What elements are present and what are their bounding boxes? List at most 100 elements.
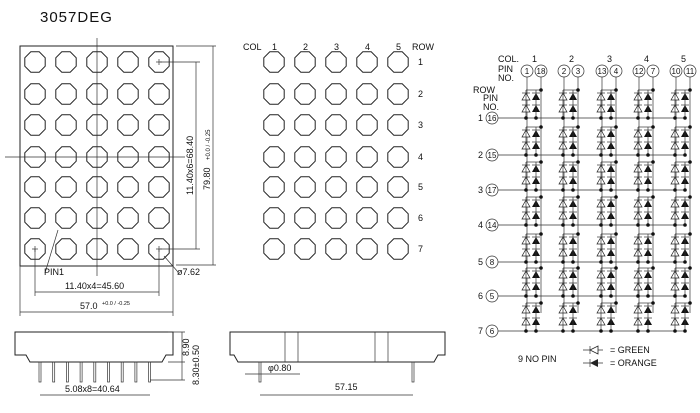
schematic-col-number: 2	[569, 54, 574, 64]
led-dot	[356, 238, 378, 260]
junction-dot	[599, 294, 603, 298]
dot-map-row-number: 1	[418, 57, 423, 67]
dim-body-height: 8.90	[181, 338, 191, 356]
pin	[107, 361, 110, 383]
junction-dot	[599, 188, 603, 192]
pin	[93, 361, 97, 383]
dim-dot-diameter: ø7.62	[177, 267, 200, 277]
led-dot	[356, 83, 378, 105]
schematic-row-number: 2	[478, 150, 483, 160]
pin	[120, 361, 124, 383]
junction-dot	[614, 232, 618, 236]
junction-dot	[561, 116, 565, 120]
junction-dot	[561, 153, 565, 157]
led-dot	[55, 238, 77, 260]
led-dot	[356, 146, 378, 168]
row-pin-number: 15	[488, 151, 497, 160]
junction-dot	[609, 188, 613, 192]
junction-dot	[524, 223, 528, 227]
led-dot	[24, 146, 46, 168]
junction-dot	[599, 329, 603, 333]
junction-dot	[599, 153, 603, 157]
led-dot	[263, 146, 285, 168]
junction-dot	[646, 329, 650, 333]
junction-dot	[688, 232, 692, 236]
led-dot	[294, 176, 316, 198]
dim-row-pitch: 11.40x6=68.40	[185, 136, 195, 195]
row-pin-number: 14	[488, 221, 497, 230]
col-pin-number: 11	[686, 67, 695, 76]
junction-dot	[646, 294, 650, 298]
junction-dot	[609, 116, 613, 120]
led-dot	[325, 238, 347, 260]
junction-dot	[688, 195, 692, 199]
junction-dot	[561, 329, 565, 333]
junction-dot	[683, 329, 687, 333]
led-dot	[86, 83, 108, 105]
dim-row-spacing: 57.15	[335, 382, 358, 392]
led-dot	[294, 238, 316, 260]
junction-dot	[683, 223, 687, 227]
junction-dot	[673, 116, 677, 120]
legend-orange: = ORANGE	[583, 358, 657, 368]
led-dot	[117, 51, 139, 73]
junction-dot	[673, 260, 677, 264]
junction-dot	[688, 266, 692, 270]
junction-dot	[673, 153, 677, 157]
led-dot	[387, 114, 409, 136]
led-dot	[24, 114, 46, 136]
led-dot	[24, 176, 46, 198]
junction-dot	[636, 223, 640, 227]
schematic-row-number: 5	[478, 257, 483, 267]
schematic-row-number: 4	[478, 220, 483, 230]
col-pin-number: 18	[537, 67, 546, 76]
dot-map-row-label: ROW	[412, 42, 435, 52]
row-pin-number: 17	[488, 186, 497, 195]
pin-right	[411, 361, 415, 383]
led-dot	[148, 176, 170, 198]
dot-map-col-label: COL	[243, 42, 262, 52]
junction-dot	[571, 329, 575, 333]
junction-dot	[534, 153, 538, 157]
dim-pin-diameter: φ0.80	[268, 363, 291, 373]
junction-dot	[646, 153, 650, 157]
junction-dot	[534, 329, 538, 333]
junction-dot	[576, 88, 580, 92]
schematic-col-number: 1	[532, 54, 537, 64]
junction-dot	[534, 294, 538, 298]
junction-dot	[524, 153, 528, 157]
led-dot	[356, 176, 378, 198]
junction-dot	[636, 329, 640, 333]
junction-dot	[599, 260, 603, 264]
junction-dot	[539, 232, 543, 236]
led-dot	[117, 146, 139, 168]
junction-dot	[683, 294, 687, 298]
led-dot	[263, 83, 285, 105]
pin	[79, 361, 83, 383]
junction-dot	[673, 329, 677, 333]
schematic-row-label: ROW	[473, 85, 496, 95]
led-dot	[24, 83, 46, 105]
junction-dot	[561, 294, 565, 298]
no-pin-note: 9 NO PIN	[518, 354, 557, 364]
junction-dot	[688, 125, 692, 129]
col-pin-number: 13	[598, 67, 607, 76]
led-dot	[325, 207, 347, 229]
side-view-right: φ0.80 57.15	[229, 331, 446, 396]
junction-dot	[524, 329, 528, 333]
junction-dot	[571, 260, 575, 264]
led-dot	[325, 83, 347, 105]
junction-dot	[534, 116, 538, 120]
dot-map-row-number: 2	[418, 89, 423, 99]
junction-dot	[524, 260, 528, 264]
dot-map-col-number: 4	[365, 42, 370, 52]
junction-dot	[614, 160, 618, 164]
junction-dot	[534, 188, 538, 192]
led-dot	[325, 51, 347, 73]
col-pin-number: 2	[562, 67, 567, 76]
legend-green-label: = GREEN	[610, 345, 650, 355]
led-dot	[148, 114, 170, 136]
led-dot	[117, 176, 139, 198]
junction-dot	[688, 88, 692, 92]
